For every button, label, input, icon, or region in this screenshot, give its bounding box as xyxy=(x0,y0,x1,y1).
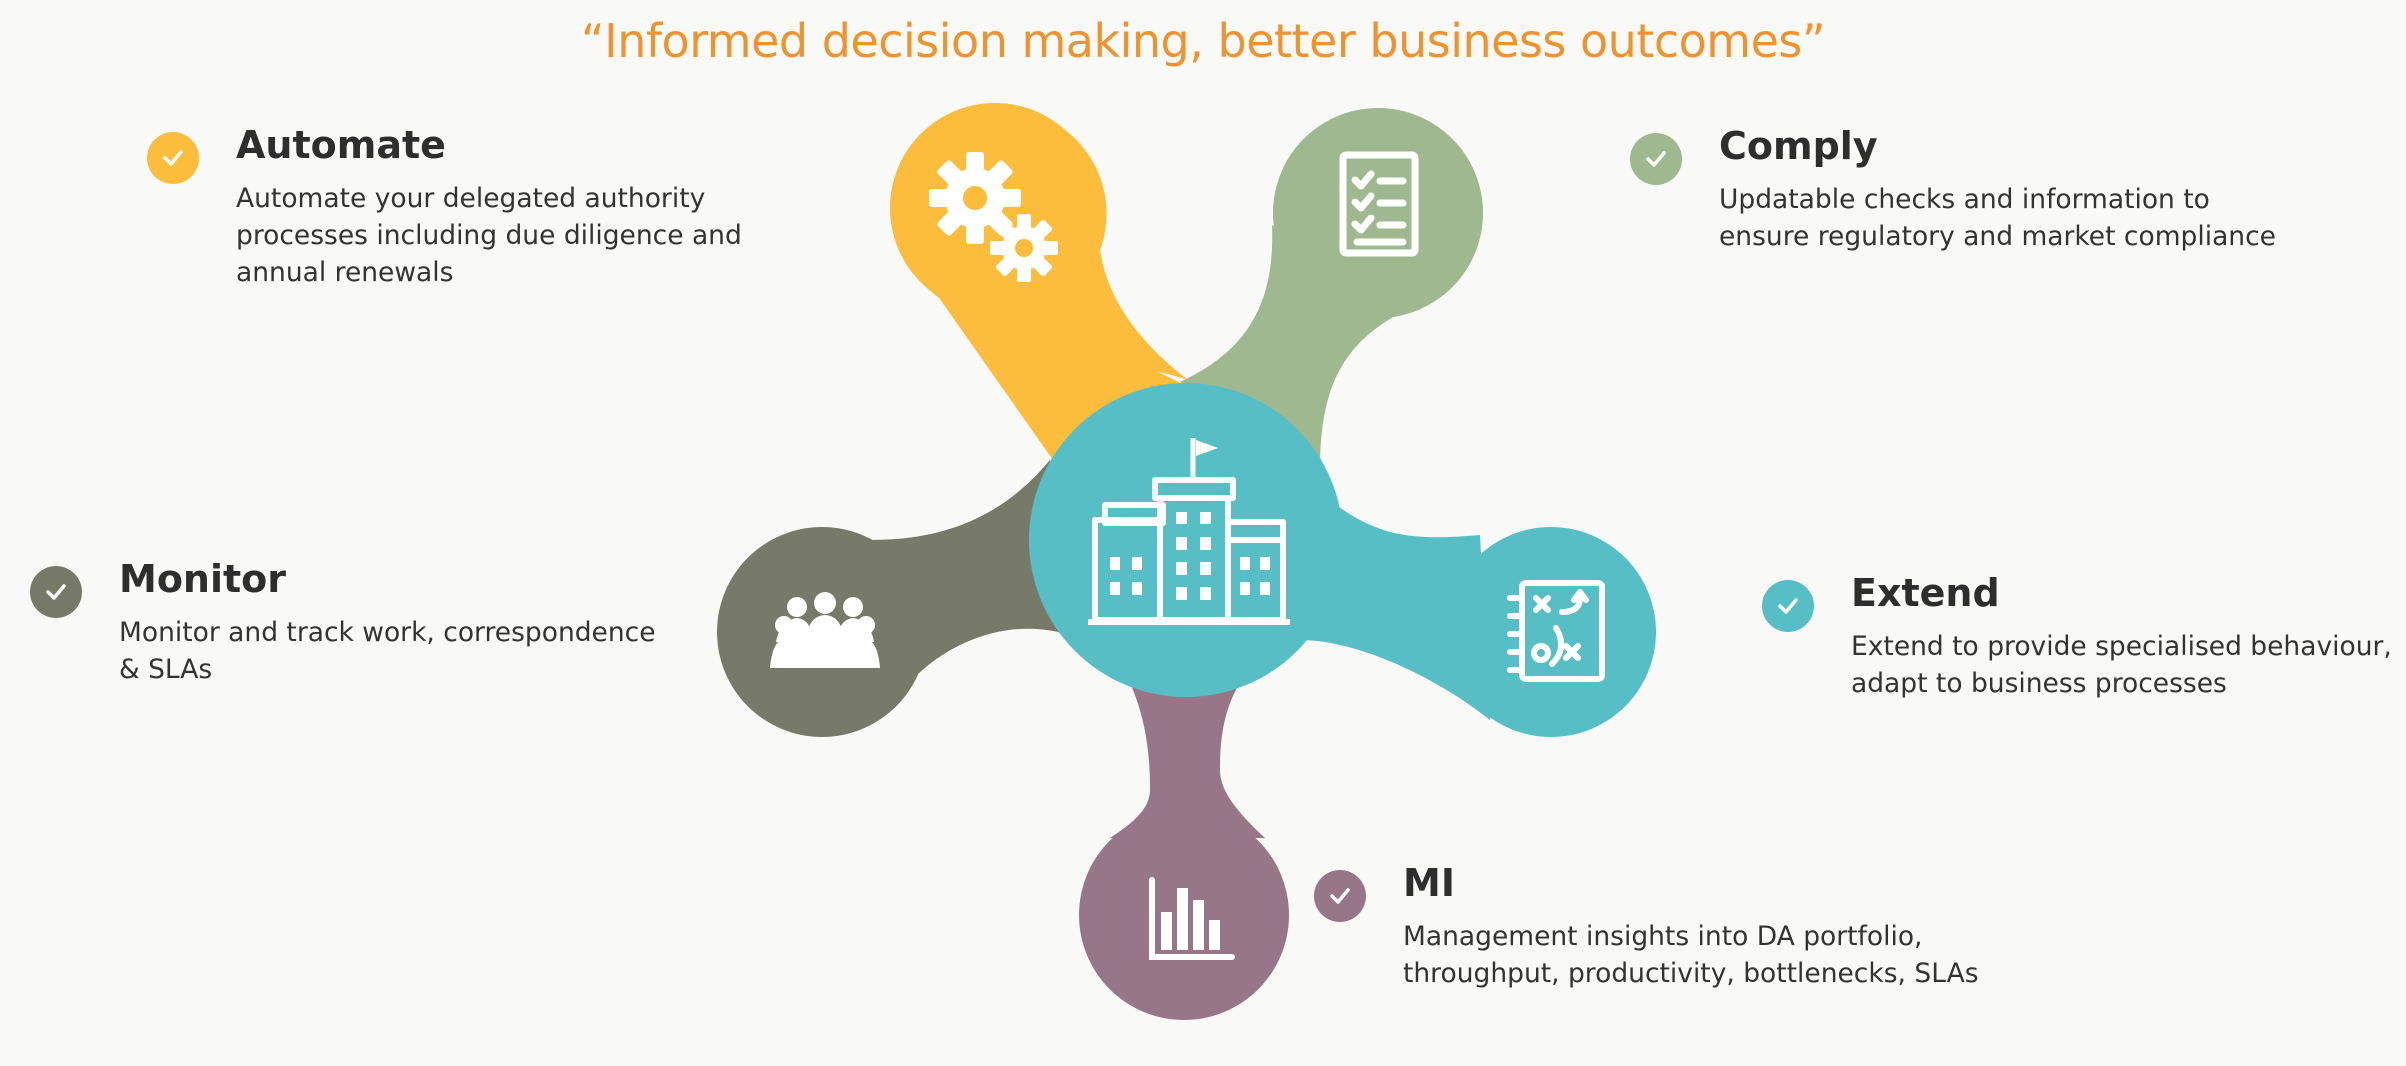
feature-title: Extend xyxy=(1851,571,2000,615)
gears-icon xyxy=(929,152,1058,282)
feature-description: Monitor and track work, correspondence &… xyxy=(119,617,656,685)
check-icon xyxy=(30,566,82,618)
feature-title: Comply xyxy=(1719,124,1878,168)
feature-title: Monitor xyxy=(119,557,287,601)
feature-description: Automate your delegated authority proces… xyxy=(236,183,742,288)
building-icon xyxy=(1088,438,1290,625)
petal-mi xyxy=(1079,650,1289,1020)
feature-title: MI xyxy=(1403,861,1455,905)
feature-description: Management insights into DA portfolio, t… xyxy=(1403,921,1979,989)
check-icon xyxy=(1762,580,1814,632)
feature-description: Updatable checks and information to ensu… xyxy=(1719,184,2276,252)
tagline: “Informed decision making, better busine… xyxy=(580,14,1826,68)
checklist-icon xyxy=(1339,151,1419,257)
team-icon xyxy=(770,592,880,668)
feature-title: Automate xyxy=(236,123,446,167)
feature-description: Extend to provide specialised behaviour,… xyxy=(1851,631,2392,699)
bar-chart-icon xyxy=(1149,877,1235,960)
strategy-board-icon xyxy=(1507,580,1605,682)
check-icon xyxy=(1314,870,1366,922)
check-icon xyxy=(1630,133,1682,185)
check-icon xyxy=(147,132,199,184)
petal-extend xyxy=(1300,500,1656,737)
